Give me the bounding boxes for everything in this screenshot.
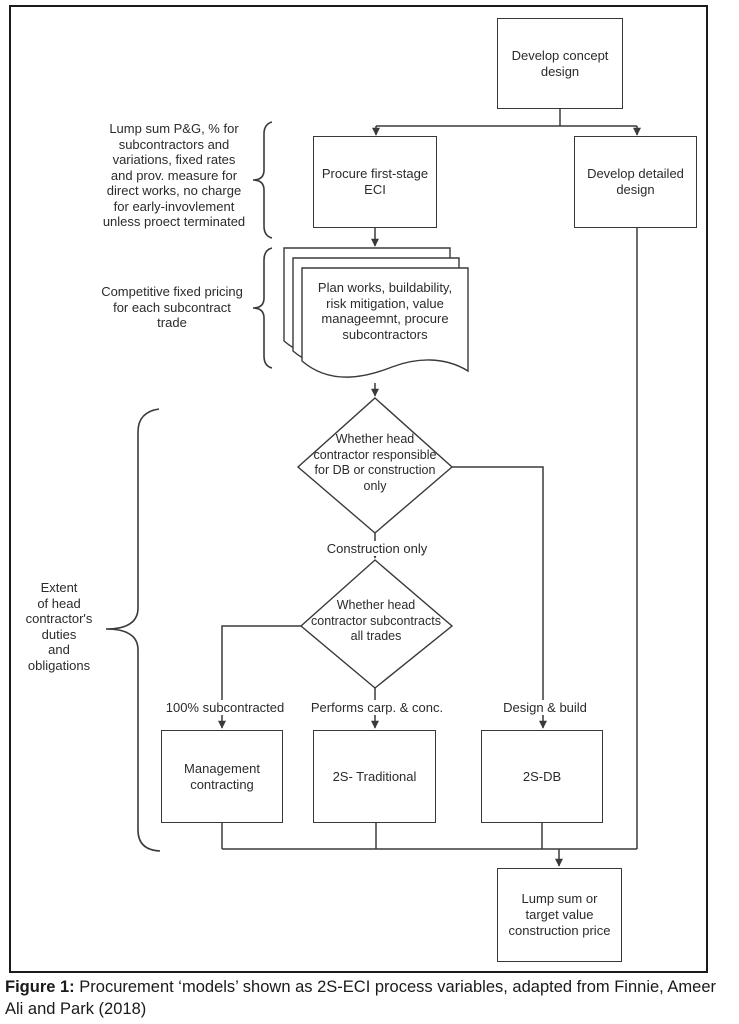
connector-lines bbox=[218, 109, 641, 867]
node-plan-works-document: Plan works, buildability, risk mitigatio… bbox=[317, 280, 453, 342]
node-decision-subcontracts-label: Whether head contractor subcontracts all… bbox=[311, 598, 441, 643]
annotation-lump-sum-note: Lump sum P&G, % for subcontractors and v… bbox=[102, 121, 246, 229]
node-management-contracting: Management contracting bbox=[161, 730, 283, 823]
brace-lump-sum-note bbox=[252, 121, 273, 239]
node-procure-first-stage-eci: Procure first-stage ECI bbox=[313, 136, 437, 228]
edge-decision2-to-management bbox=[218, 625, 301, 729]
node-decision-responsible-label: Whether head contractor responsible for … bbox=[313, 432, 437, 493]
figure-caption-label: Figure 1: bbox=[5, 978, 75, 996]
node-2s-db: 2S-DB bbox=[481, 730, 603, 823]
document-page-front bbox=[301, 267, 469, 378]
figure-caption-text: Procurement ‘models’ shown as 2S-ECI pro… bbox=[5, 978, 717, 1018]
diamond-subcontracts bbox=[299, 559, 454, 689]
annotation-competitive-note: Competitive fixed pricing for each subco… bbox=[101, 284, 243, 330]
node-develop-concept-design: Develop concept design bbox=[497, 18, 623, 109]
annotation-braces bbox=[105, 121, 273, 852]
decision-diamonds bbox=[296, 397, 454, 689]
node-lump-sum-price: Lump sum or target value construction pr… bbox=[497, 868, 622, 962]
brace-extent-note bbox=[105, 408, 161, 852]
figure-border-frame bbox=[9, 5, 708, 973]
edge-label-100-subcontracted: 100% subcontracted bbox=[162, 700, 288, 715]
document-stack-shape bbox=[283, 247, 469, 378]
node-2s-traditional: 2S- Traditional bbox=[313, 730, 436, 823]
node-develop-detailed-design: Develop detailed design bbox=[574, 136, 697, 228]
brace-competitive-note bbox=[252, 247, 273, 369]
edge-label-design-and-build: Design & build bbox=[500, 700, 590, 715]
figure-caption: Figure 1: Procurement ‘models’ shown as … bbox=[5, 976, 735, 1020]
edge-decision1-to-2sdb bbox=[452, 466, 547, 729]
annotation-extent-note: Extent of head contractor's duties and o… bbox=[25, 580, 93, 673]
diamond-responsible bbox=[296, 397, 454, 534]
edge-label-performs-carp-conc: Performs carp. & conc. bbox=[307, 700, 447, 715]
edge-label-construction-only: Construction only bbox=[323, 541, 431, 556]
